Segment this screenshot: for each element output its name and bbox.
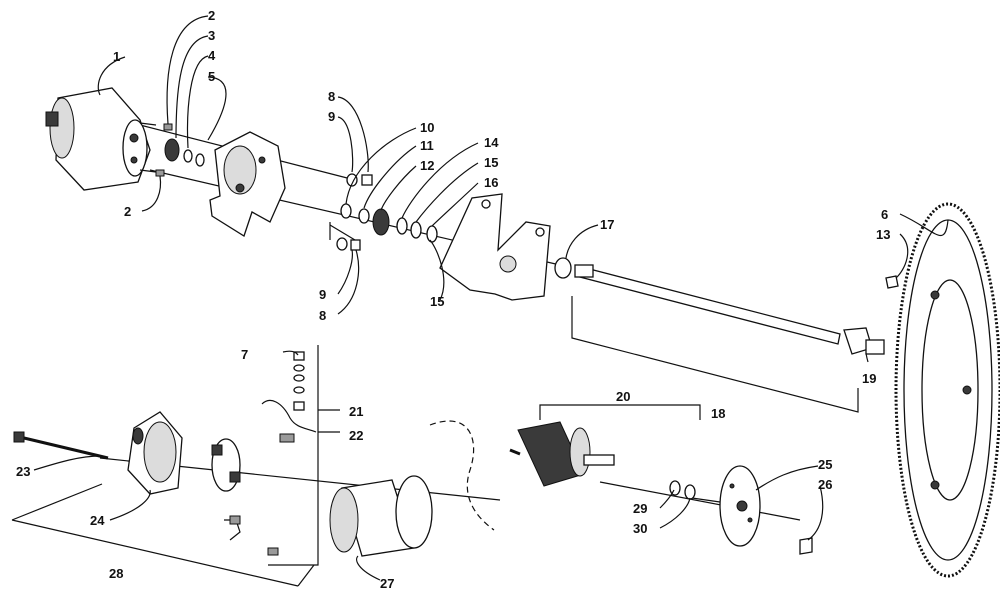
through-bolt: [13, 431, 109, 460]
callout-19: 19: [862, 371, 876, 386]
idler-bracket: [439, 193, 551, 301]
bushing: [554, 257, 572, 279]
callout-3: 3: [208, 28, 215, 43]
motor-group-bracket: [11, 483, 315, 587]
drive-end-plate: [719, 465, 761, 547]
starter-motor: [45, 87, 157, 191]
callout-18: 18: [711, 406, 725, 421]
drive-shaft: [574, 264, 885, 355]
callout-2-top: 2: [208, 8, 215, 23]
gear-stack-hardware: [336, 173, 438, 251]
callout-28: 28: [109, 566, 123, 581]
callout-13: 13: [876, 227, 890, 242]
callout-15-top: 15: [484, 155, 498, 170]
shaft-group-bracket: [571, 296, 859, 413]
callout-25: 25: [818, 457, 832, 472]
leader-lines: [33, 15, 949, 581]
brush-plate: [211, 438, 241, 492]
callout-9-top: 9: [328, 109, 335, 124]
callout-22: 22: [349, 428, 363, 443]
callout-6: 6: [881, 207, 888, 222]
callout-14: 14: [484, 135, 499, 150]
callout-8-bottom: 8: [319, 308, 326, 323]
callout-17: 17: [600, 217, 614, 232]
callout-24: 24: [90, 513, 105, 528]
callout-23: 23: [16, 464, 30, 479]
end-plate-nut: [799, 537, 813, 555]
callout-5: 5: [208, 69, 215, 84]
callout-2-bottom: 2: [124, 204, 131, 219]
callout-11: 11: [420, 138, 434, 153]
terminal-hardware: [224, 345, 340, 566]
flywheel-ring-gear: [894, 202, 1000, 578]
drive-housing: [209, 131, 286, 237]
motor-housing: [329, 475, 433, 557]
callout-7: 7: [241, 347, 248, 362]
callout-labels: 1 2 3 4 5 2 8 9 10 11 12 14 15 16 9 8 15…: [16, 8, 890, 591]
callout-26: 26: [818, 477, 832, 492]
callout-21: 21: [349, 404, 363, 419]
callout-29: 29: [633, 501, 647, 516]
callout-30: 30: [633, 521, 647, 536]
armature-washers: [669, 480, 696, 500]
callout-15-bottom: 15: [430, 294, 444, 309]
armature-group-bracket: [539, 404, 701, 420]
armature: [429, 420, 615, 531]
ring-gear-screw: [885, 275, 899, 289]
brush-end-cap: [127, 411, 183, 495]
callout-10: 10: [420, 120, 434, 135]
callout-4: 4: [208, 48, 216, 63]
callout-12: 12: [420, 158, 434, 173]
callout-9-bottom: 9: [319, 287, 326, 302]
callout-16: 16: [484, 175, 498, 190]
starter-hardware: [155, 123, 205, 177]
callout-1: 1: [113, 49, 120, 64]
callout-8-top: 8: [328, 89, 335, 104]
callout-20: 20: [616, 389, 630, 404]
callout-27: 27: [380, 576, 394, 591]
